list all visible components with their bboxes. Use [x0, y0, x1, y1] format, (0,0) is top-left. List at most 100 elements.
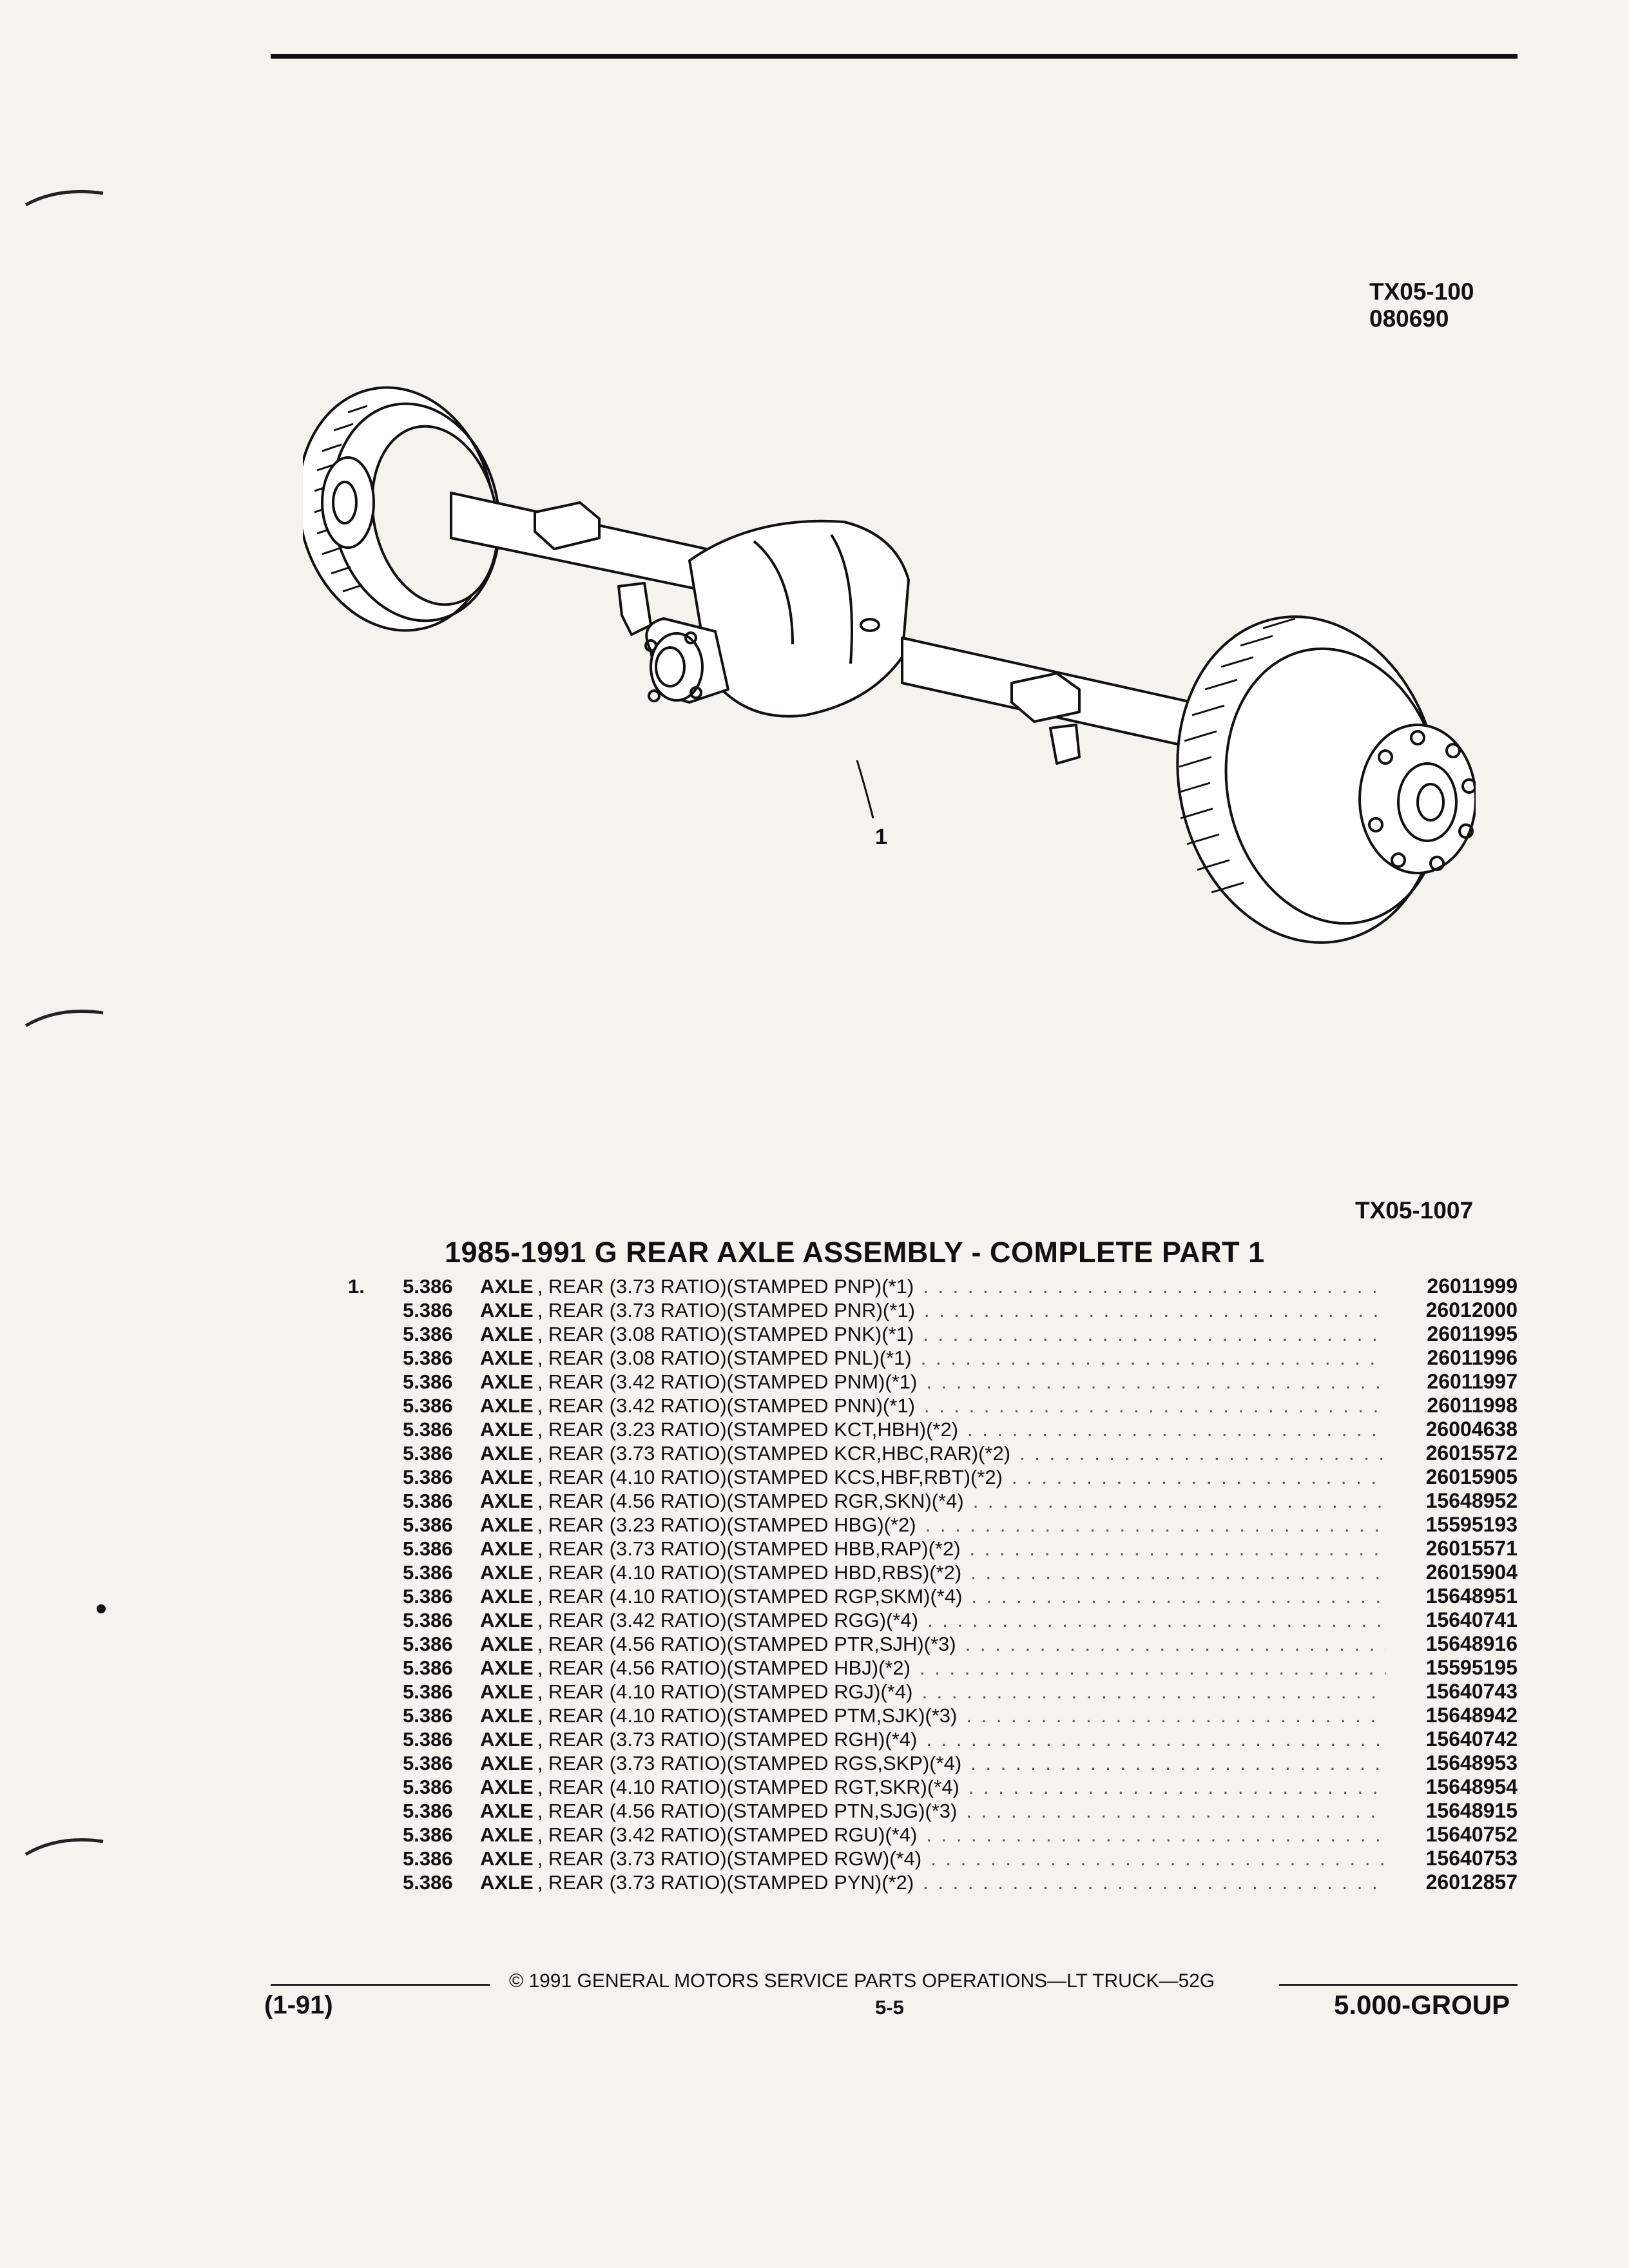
part-description: , REAR (3.73 RATIO)(STAMPED PNP)(*1) — [537, 1275, 914, 1298]
part-name: AXLE — [480, 1466, 534, 1488]
part-number: 15648942 — [1425, 1704, 1518, 1727]
group-number-cell: 5.386 — [403, 1537, 453, 1560]
revision-date: (1-91) — [264, 1991, 333, 2019]
dot-leader — [921, 1680, 1386, 1704]
group-number-cell: 5.386 — [403, 1466, 453, 1488]
group-number-cell: 5.386 — [403, 1633, 453, 1655]
part-name: AXLE — [480, 1776, 534, 1798]
part-description: , REAR (4.56 RATIO)(STAMPED RGR,SKN)(*4) — [537, 1490, 964, 1512]
part-description: , REAR (3.23 RATIO)(STAMPED HBG)(*2) — [537, 1514, 916, 1536]
part-description: , REAR (3.42 RATIO)(STAMPED PNN)(*1) — [537, 1394, 915, 1417]
part-description: , REAR (3.42 RATIO)(STAMPED PNM)(*1) — [537, 1370, 918, 1393]
part-description: , REAR (4.56 RATIO)(STAMPED HBJ)(*2) — [537, 1657, 911, 1679]
dot-leader — [966, 1800, 1386, 1823]
dot-leader — [921, 1347, 1386, 1370]
part-number: 26011995 — [1427, 1322, 1518, 1345]
parts-row: 5.386 AXLE, REAR (4.56 RATIO)(STAMPED RGR… — [348, 1489, 1518, 1513]
rear-axle-illustration: 1 — [303, 386, 1476, 944]
dot-leader — [923, 1323, 1386, 1346]
part-number: 15640743 — [1425, 1680, 1518, 1703]
dot-leader — [926, 1370, 1386, 1394]
part-description: , REAR (4.56 RATIO)(STAMPED PTR,SJH)(*3) — [537, 1633, 956, 1655]
dot-leader — [971, 1585, 1386, 1608]
part-number: 15648916 — [1425, 1632, 1518, 1655]
callout-number: 1 — [875, 825, 887, 849]
part-name: AXLE — [480, 1299, 534, 1321]
part-description: , REAR (3.73 RATIO)(STAMPED PYN)(*2) — [537, 1871, 914, 1894]
part-number: 15648954 — [1425, 1775, 1518, 1798]
part-name: AXLE — [480, 1537, 534, 1560]
page-title: 1985-1991 G REAR AXLE ASSEMBLY - COMPLET… — [445, 1236, 1265, 1269]
part-description: , REAR (4.10 RATIO)(STAMPED PTM,SJK)(*3) — [537, 1704, 958, 1727]
group-number-cell: 5.386 — [403, 1561, 453, 1584]
group-number-cell: 5.386 — [403, 1490, 453, 1512]
dot-leader — [966, 1704, 1386, 1727]
group-number-cell: 5.386 — [403, 1370, 453, 1393]
dot-leader — [930, 1847, 1386, 1870]
part-name: AXLE — [480, 1752, 534, 1774]
group-number-cell: 5.386 — [403, 1776, 453, 1798]
part-number: 26011998 — [1427, 1394, 1518, 1417]
dot-leader — [924, 1299, 1386, 1322]
part-name: AXLE — [480, 1680, 534, 1703]
part-name: AXLE — [480, 1585, 534, 1608]
dot-leader — [924, 1394, 1386, 1418]
dot-leader — [973, 1490, 1386, 1513]
dot-leader — [970, 1561, 1386, 1584]
part-number: 26015905 — [1425, 1465, 1518, 1488]
part-number: 15640741 — [1425, 1608, 1518, 1631]
group-number-cell: 5.386 — [403, 1680, 453, 1703]
part-description: , REAR (3.23 RATIO)(STAMPED KCT,HBH)(*2) — [537, 1418, 959, 1441]
part-number: 15648951 — [1425, 1584, 1518, 1608]
parts-row: 5.386 AXLE, REAR (4.10 RATIO)(STAMPED RGT… — [348, 1775, 1518, 1799]
group-number-cell: 5.386 — [403, 1704, 453, 1727]
part-name: AXLE — [480, 1800, 534, 1822]
part-number: 15648915 — [1425, 1799, 1518, 1822]
part-name: AXLE — [480, 1657, 534, 1679]
parts-row: 5.386 AXLE, REAR (4.56 RATIO)(STAMPED PTR… — [348, 1632, 1518, 1656]
part-description: , REAR (4.10 RATIO)(STAMPED RGT,SKR)(*4) — [537, 1776, 959, 1798]
group-number-cell: 5.386 — [403, 1609, 453, 1631]
dot-leader — [926, 1823, 1386, 1847]
part-number: 15640742 — [1425, 1727, 1518, 1751]
dot-leader — [969, 1776, 1386, 1799]
part-name: AXLE — [480, 1442, 534, 1465]
part-number: 15595195 — [1425, 1656, 1518, 1679]
dot-leader — [970, 1752, 1386, 1775]
group-number-cell: 5.386 — [403, 1514, 453, 1536]
part-name: AXLE — [480, 1275, 534, 1298]
group-number-cell: 5.386 — [403, 1657, 453, 1679]
part-name: AXLE — [480, 1514, 534, 1536]
part-number: 26012000 — [1425, 1298, 1518, 1321]
dot-leader — [927, 1609, 1386, 1632]
part-name: AXLE — [480, 1490, 534, 1512]
parts-row: 5.386 AXLE, REAR (3.23 RATIO)(STAMPED HBG… — [348, 1513, 1518, 1537]
dot-leader — [1012, 1466, 1386, 1489]
figure-code: TX05-100 — [1369, 278, 1474, 305]
group-number-cell: 5.386 — [403, 1823, 453, 1846]
part-description: , REAR (3.08 RATIO)(STAMPED PNK)(*1) — [537, 1323, 914, 1345]
group-number-cell: 5.386 — [403, 1800, 453, 1822]
group-number-cell: 5.386 — [403, 1752, 453, 1774]
part-description: , REAR (3.73 RATIO)(STAMPED KCR,HBC,RAR)… — [537, 1442, 1011, 1465]
part-number: 26015571 — [1425, 1537, 1518, 1560]
copyright-notice: © 1991 GENERAL MOTORS SERVICE PARTS OPER… — [509, 1970, 1215, 1992]
part-name: AXLE — [480, 1871, 534, 1894]
part-number: 15640753 — [1425, 1847, 1518, 1870]
part-name: AXLE — [480, 1633, 534, 1655]
part-name: AXLE — [480, 1609, 534, 1631]
part-name: AXLE — [480, 1347, 534, 1369]
part-number: 15648952 — [1425, 1489, 1518, 1512]
part-name: AXLE — [480, 1394, 534, 1417]
part-name: AXLE — [480, 1323, 534, 1345]
part-name: AXLE — [480, 1728, 534, 1751]
